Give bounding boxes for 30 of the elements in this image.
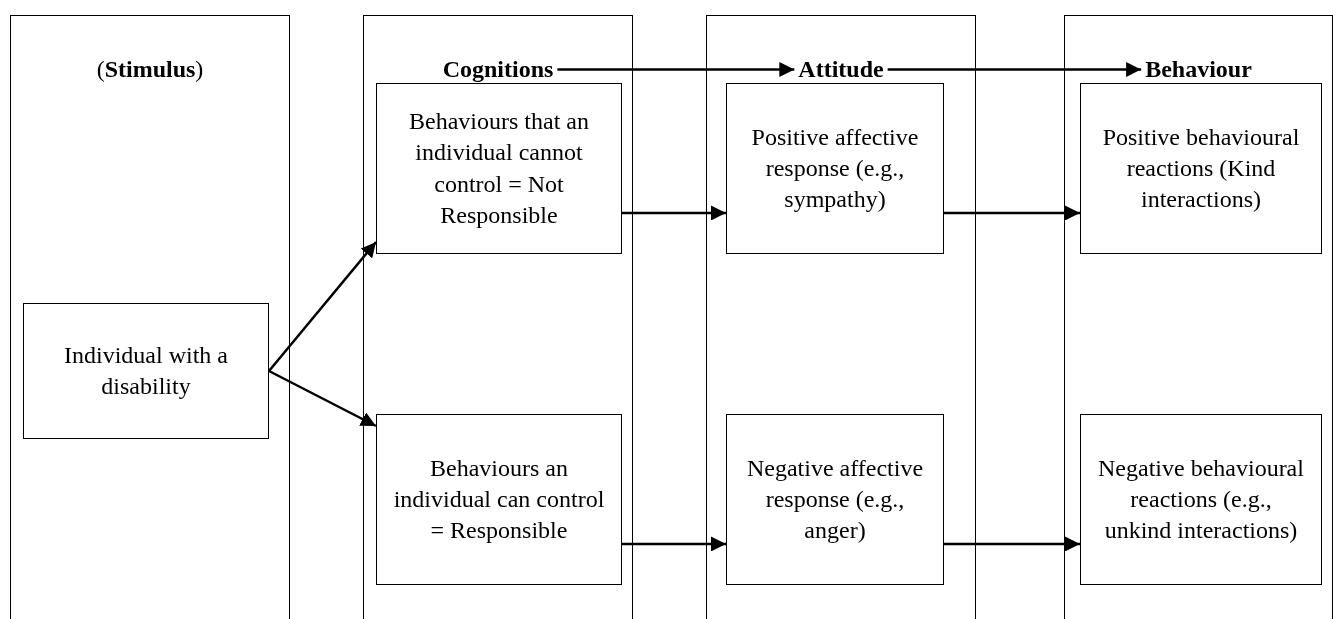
stage-column <box>10 15 290 619</box>
box-text: Behaviours that an individual cannot control = Not Responsible <box>408 107 590 230</box>
concept-box <box>23 303 269 439</box>
concept-box <box>726 83 944 254</box>
arrow <box>887 62 1142 77</box>
box-text: Positive affective response (e.g., sympathy) <box>750 122 920 215</box>
concept-box <box>1080 83 1322 254</box>
arrow <box>944 205 1080 221</box>
arrow <box>268 369 377 428</box>
column-heading: (Stimulus) <box>92 56 208 83</box>
box-text: Positive behavioural reactions (Kind interactions) <box>1101 122 1301 215</box>
concept-box <box>1080 414 1322 585</box>
concept-box <box>376 83 622 254</box>
column-heading: Cognitions <box>438 56 558 83</box>
column-heading: Behaviour <box>1141 56 1256 83</box>
box-text: Individual with a disability <box>63 340 229 401</box>
concept-box <box>726 414 944 585</box>
stage-column <box>363 15 633 619</box>
arrow <box>622 536 726 552</box>
box-text: Negative affective response (e.g., anger) <box>745 453 925 546</box>
stage-column <box>706 15 976 619</box>
stage-column <box>1064 15 1333 619</box>
arrow <box>622 205 726 221</box>
arrow <box>557 62 795 77</box>
arrow <box>268 241 377 372</box>
concept-box <box>376 414 622 585</box>
box-text: Behaviours an individual can control = Responsible <box>392 453 606 546</box>
box-text: Negative behavioural reactions (e.g., unkind interactions) <box>1097 453 1305 546</box>
column-heading: Attitude <box>794 56 888 83</box>
arrow <box>944 536 1080 552</box>
